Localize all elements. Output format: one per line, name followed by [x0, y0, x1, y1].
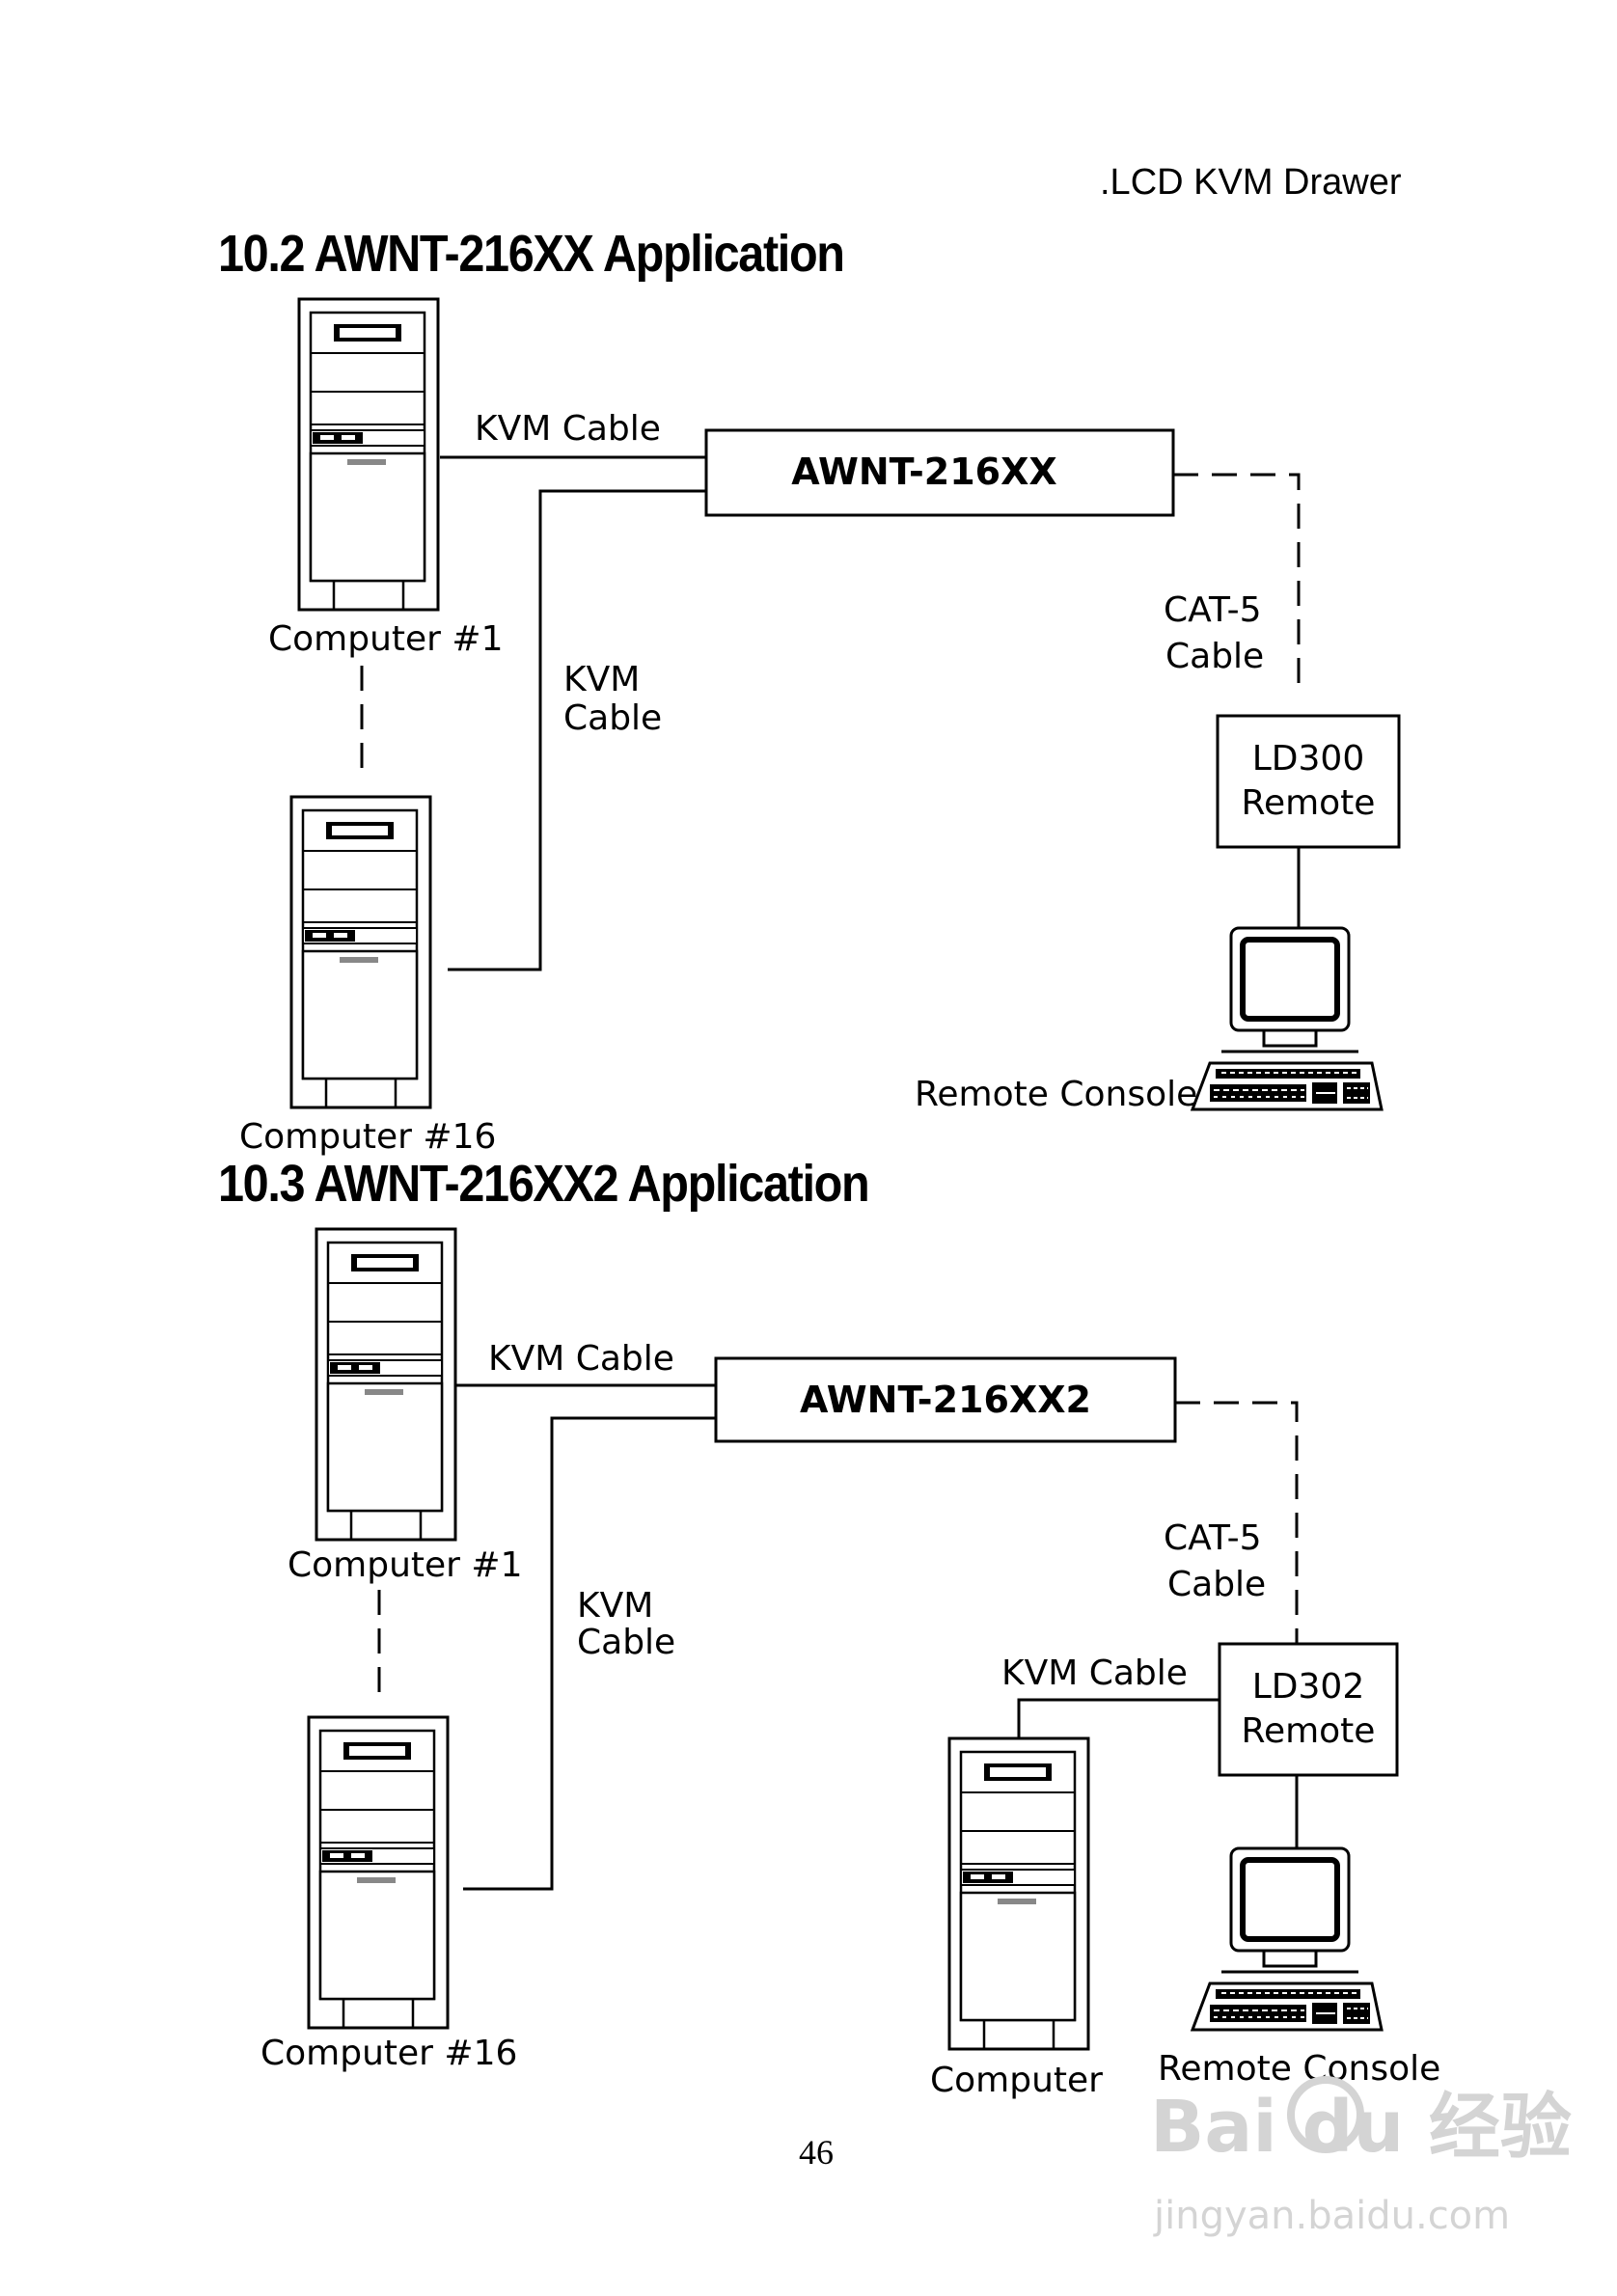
cat5-cable-line [1173, 473, 1301, 697]
remote-console-workstation [1192, 928, 1382, 1109]
remote-label-line1: LD302 [1252, 1667, 1365, 1707]
page-number: 46 [799, 2133, 834, 2172]
remote-box [1216, 714, 1401, 849]
cat5-label-line1: CAT-5 [1164, 1518, 1262, 1558]
kvm-cable-line-16 [463, 1416, 716, 1891]
local-computer-label: Computer [930, 2061, 1103, 2100]
computer-16-label: Computer #16 [260, 2034, 517, 2073]
remote-label-line1: LD300 [1252, 739, 1365, 779]
kvm-cable-side-label-line2: Cable [577, 1623, 675, 1662]
kvm-cable-top-label: KVM Cable [488, 1339, 674, 1379]
cat5-label-line2: Cable [1165, 637, 1264, 676]
device-box [714, 1356, 1177, 1443]
kvm-cable-side-label-line1: KVM [563, 660, 640, 699]
remote-console-label: Remote Console [915, 1075, 1197, 1114]
local-kvm-cable-line [1017, 1698, 1220, 1738]
cat5-label-line1: CAT-5 [1164, 590, 1262, 630]
device-box [704, 428, 1175, 517]
remote-label-line2: Remote [1242, 1711, 1376, 1751]
kvm-cable-line-16 [448, 489, 706, 971]
computer-16-label: Computer #16 [239, 1117, 496, 1157]
device-label: AWNT-216XX2 [800, 1379, 1091, 1421]
remote-console-label: Remote Console [1158, 2049, 1440, 2089]
cat5-cable-line [1175, 1401, 1299, 1644]
kvm-cable-side-label-line2: Cable [563, 698, 662, 738]
remote-label-line2: Remote [1242, 783, 1376, 823]
diagram-10-2: AWNT-216XX LD300 Remote KVM Cable KVM Ca… [239, 297, 1401, 1157]
computer-1-tower [297, 297, 440, 612]
watermark-logo: Bai du 经验 [1150, 2086, 1572, 2169]
cat5-label-line2: Cable [1167, 1565, 1266, 1604]
remote-console-workstation [1192, 1848, 1382, 2030]
watermark-url: jingyan.baidu.com [1153, 2194, 1510, 2238]
section-title-10-2: 10.2 AWNT-216XX Application [218, 225, 845, 283]
computer-16-tower [307, 1715, 450, 2030]
section-title-10-3: 10.3 AWNT-216XX2 Application [218, 1155, 870, 1213]
running-header: .LCD KVM Drawer [1100, 162, 1402, 203]
device-label: AWNT-216XX [791, 451, 1056, 493]
computer-16-tower [289, 795, 432, 1109]
paw-icon [1287, 2076, 1364, 2153]
computer-1-tower [315, 1227, 457, 1542]
diagram-10-3: AWNT-216XX2 LD302 Remote KVM Cable KVM C… [260, 1227, 1440, 2100]
baidu-watermark: Bai du 经验 jingyan.baidu.com [1150, 2076, 1572, 2238]
local-kvm-cable-label: KVM Cable [1001, 1654, 1188, 1693]
local-computer-tower [947, 1736, 1090, 2051]
remote-box [1218, 1642, 1399, 1777]
kvm-cable-top-label: KVM Cable [475, 409, 661, 449]
kvm-cable-side-label-line1: KVM [577, 1586, 653, 1626]
computer-1-label: Computer #1 [288, 1545, 522, 1585]
computer-1-label: Computer #1 [268, 619, 503, 659]
